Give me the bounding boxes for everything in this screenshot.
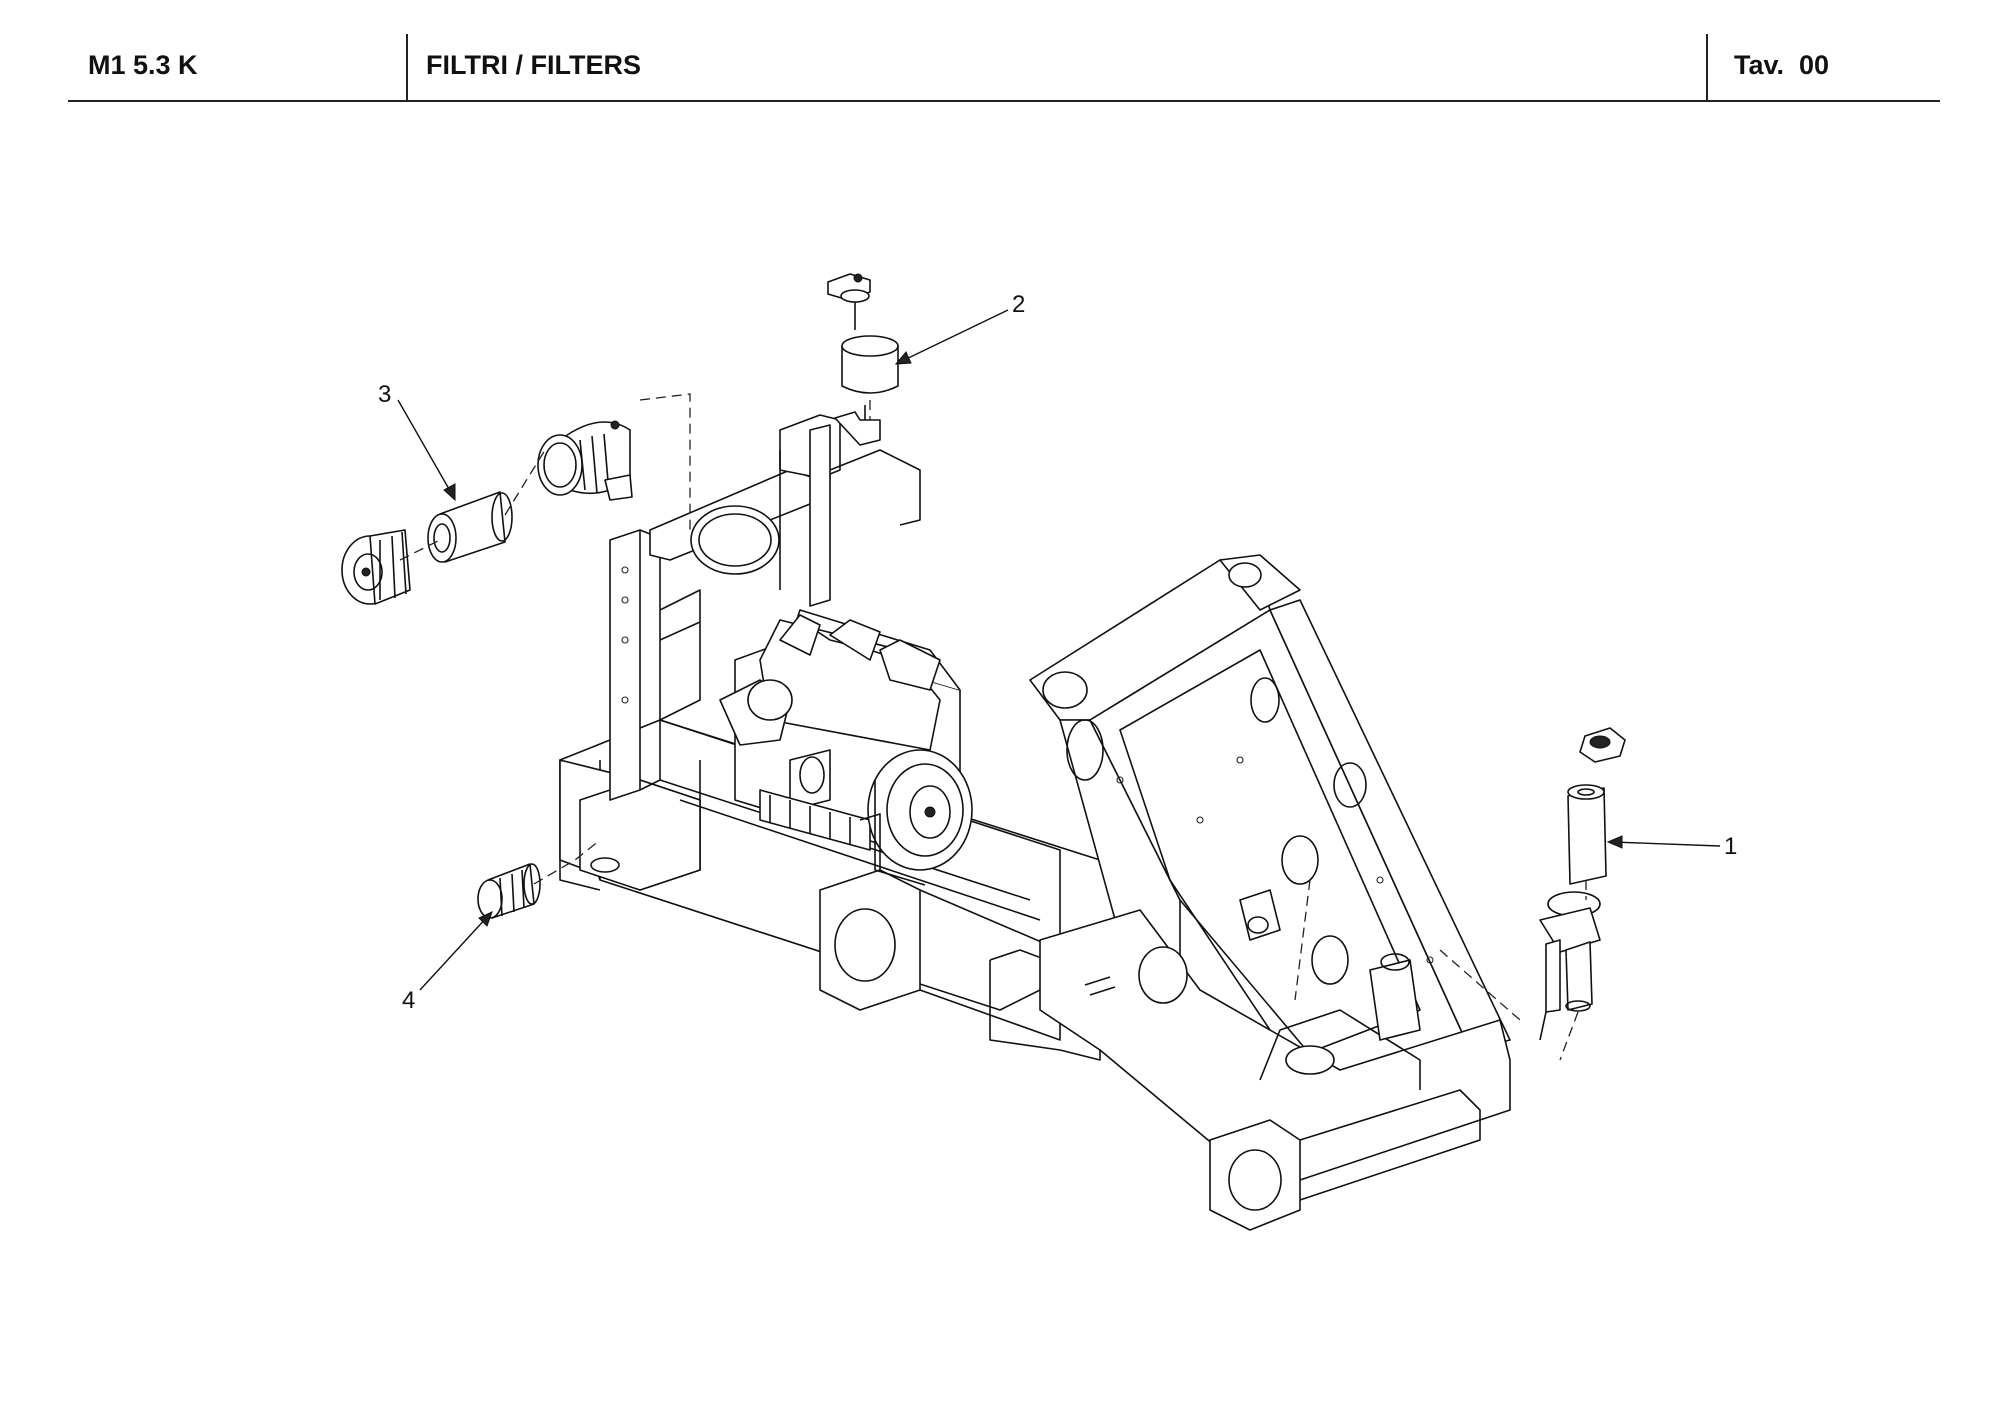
header-divider: [1706, 34, 1708, 100]
engine: [719, 609, 973, 886]
arrowhead-3: [443, 483, 456, 502]
header-divider: [406, 34, 408, 100]
oil-filter: [477, 863, 541, 919]
callout-2: 2: [1012, 291, 1025, 318]
assembly-guide-lines: [399, 393, 1587, 1061]
callouts: 1 2 3 4: [378, 291, 1737, 1014]
callout-1: 1: [1724, 833, 1737, 860]
arrowhead-2: [894, 351, 912, 365]
boom-tower: [1029, 554, 1511, 1231]
air-filter-assembly: [341, 420, 633, 605]
title-block: M1 5.3 K FILTRI / FILTERS Tav. 00: [68, 34, 1940, 102]
table-number: Tav. 00: [1734, 50, 1830, 80]
leader-4: [419, 915, 489, 991]
callout-3: 3: [378, 381, 391, 408]
leader-3: [397, 399, 454, 497]
hydraulic-filter-assembly: [1539, 727, 1626, 1041]
callout-4: 4: [402, 987, 415, 1014]
leader-1: [1611, 841, 1721, 847]
fuel-filter-assembly: [827, 273, 899, 394]
arrowhead-4: [478, 911, 493, 927]
engine-support-frame: [609, 405, 921, 801]
chassis-frame: [559, 719, 1101, 1061]
model-code: M1 5.3 K: [88, 50, 198, 80]
arrowhead-1: [1606, 835, 1623, 849]
leader-2: [899, 309, 1009, 363]
sheet-title: FILTRI / FILTERS: [426, 50, 641, 80]
